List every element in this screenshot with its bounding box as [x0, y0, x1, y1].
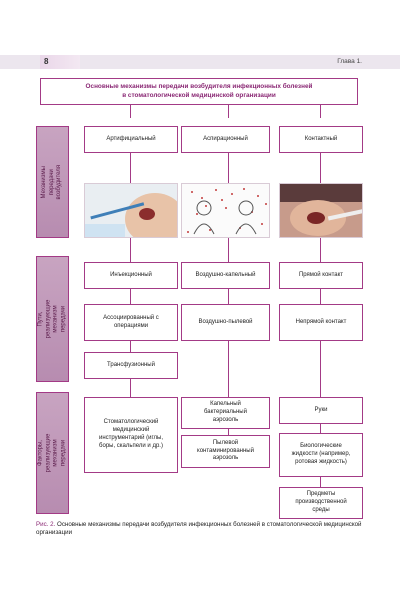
- connector: [320, 153, 321, 183]
- mechanism-contact: Контактный: [279, 126, 363, 153]
- connector: [320, 341, 321, 397]
- connector: [130, 238, 131, 262]
- connector: [320, 289, 321, 304]
- connector: [228, 341, 229, 397]
- way-direct-contact: Прямой контакт: [279, 262, 363, 289]
- diagram-title-line-1: Основные механизмы передачи возбудителя …: [85, 83, 313, 91]
- way-surgical: Ассоциированный с операциями: [84, 304, 178, 341]
- way-transfusion: Трансфузионный: [84, 352, 178, 379]
- connector: [320, 105, 321, 118]
- connector: [130, 379, 131, 397]
- row-label-ways: Пути, реализующие механизм передачи: [36, 256, 69, 382]
- way-injection: Инъекционный: [84, 262, 178, 289]
- factor-dust-aerosol: Пылевой контаминированный аэрозоль: [181, 435, 270, 468]
- figure-caption: Рис. 2. Основные механизмы передачи возб…: [36, 521, 366, 538]
- connector: [320, 238, 321, 262]
- chapter-label: Глава 1.: [337, 58, 362, 65]
- connector: [228, 429, 229, 435]
- diagram-title: Основные механизмы передачи возбудителя …: [40, 78, 358, 105]
- connector: [320, 424, 321, 433]
- header-band: [0, 55, 400, 69]
- photo-airborne: [181, 183, 270, 238]
- connector: [228, 238, 229, 262]
- mechanism-aspiration: Аспирационный: [181, 126, 270, 153]
- page-number: 8: [40, 55, 80, 69]
- factor-biological-fluids: Биологические жидкости (например, ротова…: [279, 433, 363, 477]
- caption-label: Рис. 2.: [36, 521, 56, 528]
- photo-injection: [84, 183, 178, 238]
- connector: [228, 105, 229, 118]
- factor-droplet-aerosol: Капельный бактериальный аэрозоль: [181, 397, 270, 429]
- row-label-factors: Факторы, реализующие механизм передачи: [36, 392, 69, 514]
- connector: [130, 341, 131, 352]
- connector: [130, 289, 131, 304]
- row-label-mechanisms: Механизмы передачи возбудителя: [36, 126, 69, 238]
- photo-contact: [279, 183, 363, 238]
- diagram-title-line-2: в стоматологической медицинской организа…: [122, 91, 276, 99]
- factor-hands: Руки: [279, 397, 363, 424]
- way-airborne-droplet: Воздушно-капельный: [181, 262, 270, 289]
- connector: [130, 105, 131, 118]
- caption-text: Основные механизмы передачи возбудителя …: [36, 521, 362, 537]
- connector: [228, 153, 229, 183]
- way-airborne-dust: Воздушно-пылевой: [181, 304, 270, 341]
- way-indirect-contact: Непрямой контакт: [279, 304, 363, 341]
- connector: [228, 289, 229, 304]
- factor-environment-objects: Предметы производственной среды: [279, 487, 363, 519]
- connector: [130, 153, 131, 183]
- factor-instruments: Стоматологический медицинский инструмент…: [84, 397, 178, 473]
- connector: [320, 477, 321, 487]
- mechanism-artificial: Артифициальный: [84, 126, 178, 153]
